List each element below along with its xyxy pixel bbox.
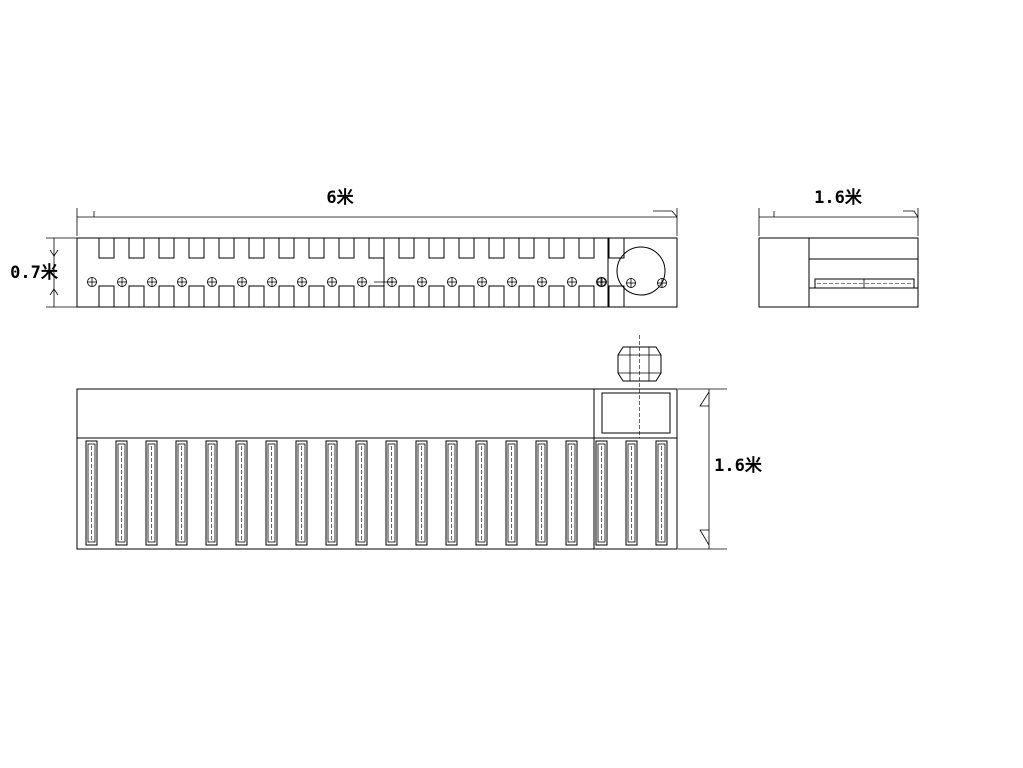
front-slot-row (87, 238, 625, 307)
bottom-notch (188, 285, 205, 307)
height-dimension-line: 0.7米 (10, 237, 78, 308)
plan-slot (595, 440, 608, 546)
plan-outline (76, 388, 678, 550)
bottom-notch (248, 285, 265, 307)
plan-slot (175, 440, 188, 546)
side-rail (814, 278, 915, 289)
top-notch (488, 238, 505, 259)
bottom-notch (428, 285, 445, 307)
top-notch (368, 238, 385, 259)
plan-slot (625, 440, 638, 546)
bolt-icon (567, 277, 577, 287)
top-notch (518, 238, 535, 259)
top-notch (548, 238, 565, 259)
top-notch (458, 238, 475, 259)
plan-slot (655, 440, 668, 546)
plan-slot (295, 440, 308, 546)
top-notch (308, 238, 325, 259)
top-notch (398, 238, 415, 259)
plan-slot (565, 440, 578, 546)
plan-slot (355, 440, 368, 546)
height-dimension-label: 0.7米 (10, 262, 59, 283)
bolt-icon (477, 277, 487, 287)
bottom-notch (98, 285, 115, 307)
plan-slot (475, 440, 488, 546)
bolt-icon (207, 277, 217, 287)
plan-slot-row (85, 440, 668, 546)
bottom-notch (608, 285, 625, 307)
bolt-icon (297, 277, 307, 287)
bottom-notch (458, 285, 475, 307)
bolt-icon (117, 277, 127, 287)
bolt-icon (237, 277, 247, 287)
plan-slot (265, 440, 278, 546)
bolt-icon (147, 277, 157, 287)
plan-slot (205, 440, 218, 546)
bolt-icon (596, 277, 606, 287)
bolt-icon (507, 277, 517, 287)
bottom-notch (338, 285, 355, 307)
bolt-icon (537, 277, 547, 287)
plan-slot (445, 440, 458, 546)
bottom-notch (278, 285, 295, 307)
plan-slot (145, 440, 158, 546)
bolt-icon (357, 277, 367, 287)
bolt-icon (657, 278, 667, 288)
depth-dimension-line: 1.6米 (678, 388, 763, 550)
plan-slot (385, 440, 398, 546)
plan-slot (505, 440, 518, 546)
top-notch (218, 238, 235, 259)
bottom-notch (128, 285, 145, 307)
top-notch (128, 238, 145, 259)
plan-slot (85, 440, 98, 546)
bolt-icon (387, 277, 397, 287)
plan-view: 1.6米 (76, 335, 763, 550)
top-notch (158, 238, 175, 259)
top-notch (248, 238, 265, 259)
top-notch (338, 238, 355, 259)
bottom-notch (518, 285, 535, 307)
top-notch (578, 238, 595, 259)
plan-slot (115, 440, 128, 546)
side-width-dimension-label: 1.6米 (814, 187, 863, 208)
bottom-notch (158, 285, 175, 307)
bolt-icon (626, 278, 636, 288)
bottom-notch (308, 285, 325, 307)
plan-slot (415, 440, 428, 546)
bolt-icon (417, 277, 427, 287)
depth-dimension-label: 1.6米 (714, 455, 763, 476)
plan-inlet-box (601, 392, 671, 434)
bolt-icon (87, 277, 97, 287)
top-notch (608, 238, 625, 259)
plan-slot (535, 440, 548, 546)
top-notch (278, 238, 295, 259)
side-width-dimension-line: 1.6米 (758, 187, 919, 236)
bolt-icon (267, 277, 277, 287)
front-elevation: 6米 0.7米 (10, 187, 678, 308)
bottom-notch (398, 285, 415, 307)
front-outline (76, 237, 678, 308)
width-dimension-label: 6米 (326, 187, 354, 208)
top-notch (188, 238, 205, 259)
bolt-icon (327, 277, 337, 287)
bolt-icon (447, 277, 457, 287)
top-notch (98, 238, 115, 259)
bottom-notch (368, 285, 385, 307)
side-elevation: 1.6米 (758, 187, 919, 308)
plan-slot (325, 440, 338, 546)
bottom-notch (218, 285, 235, 307)
bottom-notch (578, 285, 595, 307)
bottom-notch (488, 285, 505, 307)
bolt-icon (177, 277, 187, 287)
top-notch (428, 238, 445, 259)
plan-slot (235, 440, 248, 546)
width-dimension-line: 6米 (76, 187, 678, 236)
side-outline (758, 237, 919, 308)
nozzle (617, 346, 662, 382)
front-round-port (616, 246, 666, 296)
bottom-notch (548, 285, 565, 307)
